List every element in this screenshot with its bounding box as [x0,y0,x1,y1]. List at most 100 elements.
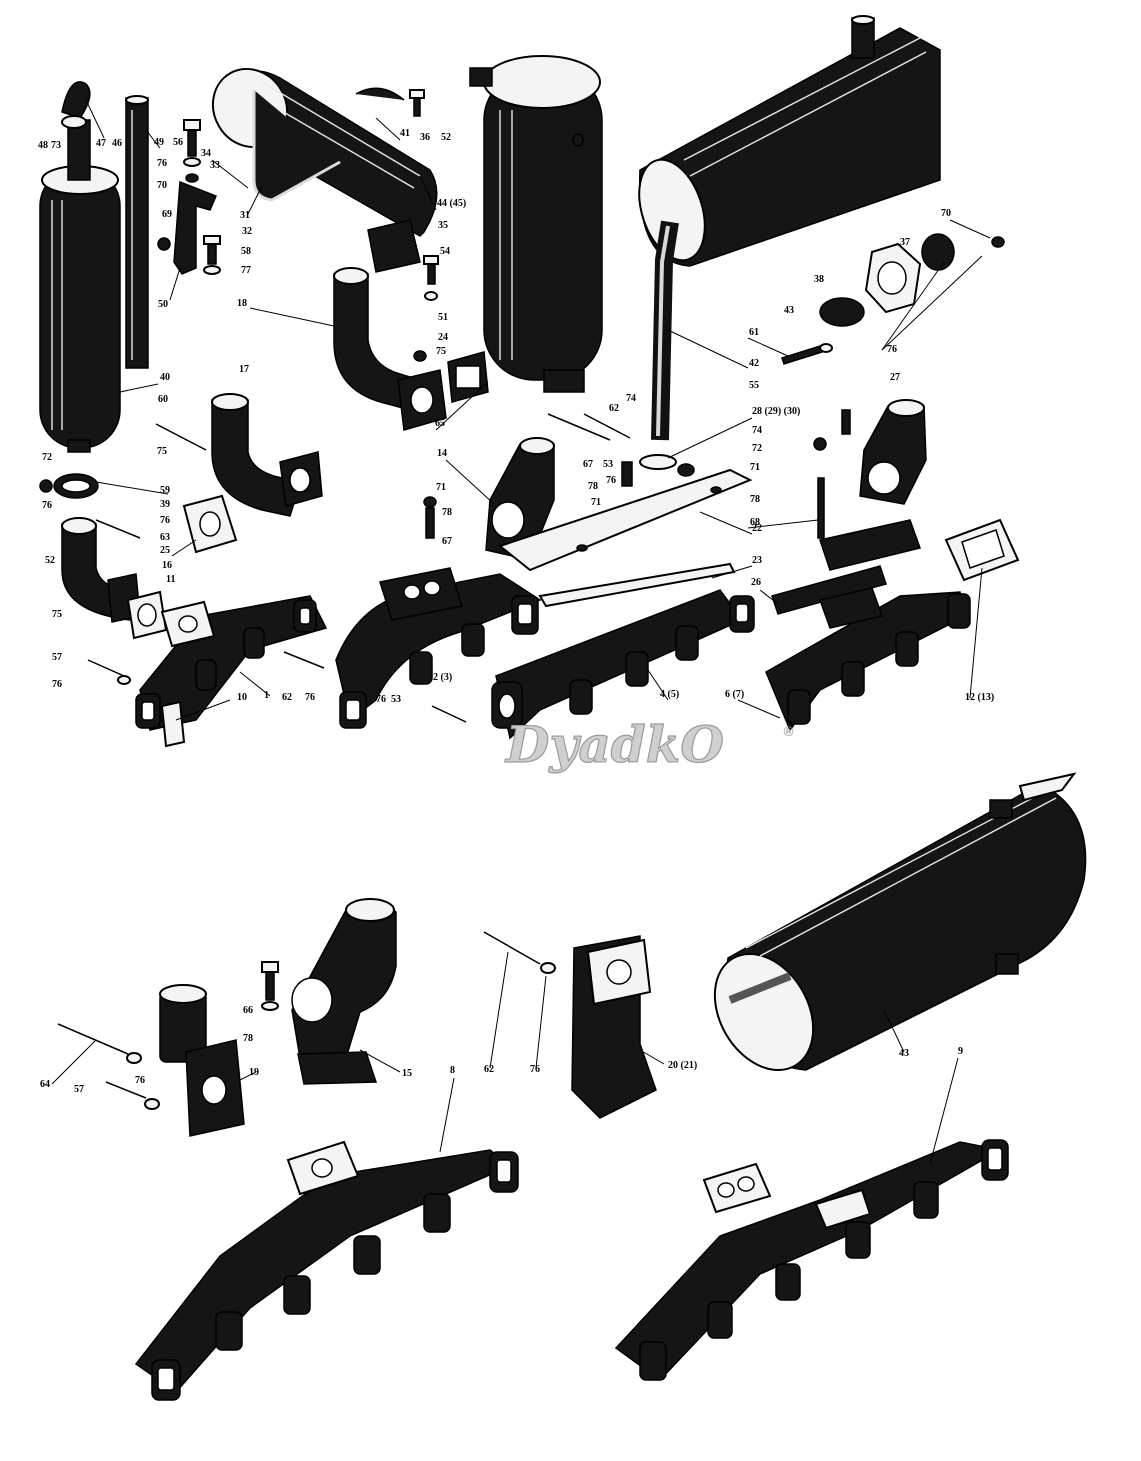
callout-c19: 19 [249,1067,259,1078]
callout-c49: 49 [154,137,164,148]
part-22-heat-shield [497,468,753,608]
part-17-elbow-pipe [211,393,323,517]
part-16-elbow-pipe [61,517,141,623]
callout-c78d: 78 [243,1033,253,1044]
callout-c62a: 62 [282,692,292,703]
callout-c8: 8 [450,1065,455,1076]
callout-c55: 55 [749,380,759,391]
part-38-flange-kit [781,233,1005,365]
part-10-gasket [160,700,186,748]
part-15-elbow [261,898,397,1085]
leader-lines [51,99,991,1165]
callout-c4: 4 (5) [660,689,679,700]
callout-c77: 77 [241,265,251,276]
callout-c61: 61 [749,327,759,338]
callout-c9: 9 [958,1046,963,1057]
callout-c41: 41 [400,128,410,139]
callout-c28: 28 (29) (30) [752,406,800,417]
part-41-horizontal-muffler [211,67,438,237]
callout-c57b: 57 [74,1084,84,1095]
callout-c72b: 72 [752,443,762,454]
part-46-rain-cap [61,81,91,129]
callout-c68: 68 [750,517,760,528]
callout-c76h: 76 [887,344,897,355]
callout-c46: 46 [112,138,122,149]
part-43-heat-shield-sleeve [713,772,1087,1072]
callout-c53b: 53 [603,459,613,470]
callout-c24: 24 [438,332,448,343]
part-4-exhaust-manifold [491,589,755,740]
callout-c53a: 53 [391,694,401,705]
callout-c23: 23 [752,555,762,566]
callout-c75a: 75 [436,346,446,357]
callout-c17: 17 [239,364,249,375]
part-44-vertical-muffler [469,55,603,393]
callout-c62c: 62 [484,1064,494,1075]
callout-c52: 52 [441,132,451,143]
callout-c59: 59 [160,485,170,496]
part-40-vertical-muffler [39,119,121,453]
callout-c25: 25 [160,545,170,556]
callout-c78a: 78 [442,507,452,518]
callout-c57a: 57 [52,652,62,663]
callout-c42: 42 [749,358,759,369]
part-11-gasket [126,590,168,640]
callout-c70a: 70 [157,180,167,191]
callout-c71c: 71 [750,462,760,473]
callout-c33: 33 [210,160,220,171]
callout-c62b: 62 [609,403,619,414]
part-42-horizontal-muffler [638,15,941,470]
callout-c67a: 67 [442,536,452,547]
callout-c69: 69 [162,209,172,220]
callout-c47: 47 [96,138,106,149]
callout-c76f: 76 [376,694,386,705]
callout-c36: 36 [420,132,430,143]
callout-c76j: 76 [530,1064,540,1075]
callout-c16: 16 [162,560,172,571]
callout-c11: 11 [166,574,175,585]
part-27-elbow [859,399,927,505]
part-35-strap [367,219,439,301]
part-8-exhaust-manifold [134,1140,519,1401]
part-1-exhaust-manifold [135,595,328,731]
callout-c34: 34 [201,148,211,159]
callout-c26: 26 [751,577,761,588]
callout-c2: 2 (3) [433,672,452,683]
callout-c76i: 76 [135,1075,145,1086]
callout-c60: 60 [158,394,168,405]
callout-c10: 10 [237,692,247,703]
part-24-gasket [413,350,489,403]
callout-c64: 64 [40,1079,50,1090]
part-18-elbow-pipe [333,267,447,431]
callout-c71b: 71 [591,497,601,508]
part-14-elbow [485,437,555,561]
callout-c74b: 74 [752,425,762,436]
callout-c12: 12 (13) [965,692,994,703]
callout-c76b: 76 [42,500,52,511]
part-2-exhaust-manifold [335,567,542,729]
callout-c76g: 76 [606,475,616,486]
callout-c74a: 74 [626,393,636,404]
callout-c35: 35 [438,220,448,231]
callout-c51: 51 [438,312,448,323]
callout-c15: 15 [402,1068,412,1079]
callout-c52b: 52 [45,555,55,566]
part-39-clamp-ring [53,473,99,499]
callout-c48: 48 [38,140,48,151]
callout-c66: 66 [243,1005,253,1016]
callout-c65: 65 [435,418,445,429]
callout-c37: 37 [900,237,910,248]
callout-c38: 38 [814,274,824,285]
callout-c70b: 70 [941,208,951,219]
callout-c76c: 76 [160,515,170,526]
part-9-exhaust-manifold [614,1139,1009,1381]
callout-c39: 39 [160,499,170,510]
fasteners-upper [39,409,851,723]
callout-c73: 73 [51,140,61,151]
callout-c76d: 76 [52,679,62,690]
callout-c75c: 75 [52,609,62,620]
callout-c27: 27 [890,372,900,383]
callout-c67b: 67 [583,459,593,470]
